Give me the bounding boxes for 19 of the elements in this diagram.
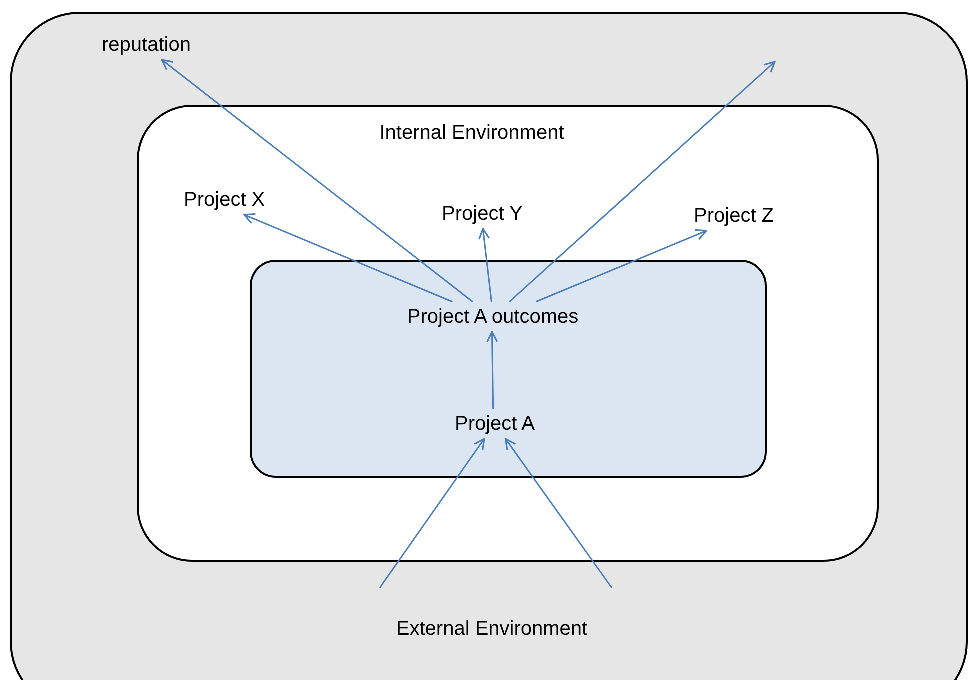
- node-label: reputation: [102, 34, 191, 56]
- node-label: Project X: [184, 189, 266, 211]
- box-title: External Environment: [396, 618, 588, 640]
- arrow: [536, 229, 708, 303]
- arrow: [161, 59, 474, 303]
- arrow: [244, 213, 454, 303]
- node-label: Project Y: [442, 203, 523, 225]
- node-label: Project A outcomes: [407, 306, 579, 328]
- arrow: [379, 438, 486, 588]
- node-label: Project Z: [694, 205, 774, 227]
- outcome-box: [250, 260, 767, 478]
- box-title: Internal Environment: [380, 122, 564, 144]
- arrow: [509, 61, 776, 303]
- arrow: [486, 331, 498, 410]
- node-label: Project A: [454, 413, 536, 435]
- arrow: [504, 438, 613, 588]
- arrow: [478, 228, 492, 302]
- environment-box: [10, 12, 968, 680]
- environment-box: [137, 105, 879, 562]
